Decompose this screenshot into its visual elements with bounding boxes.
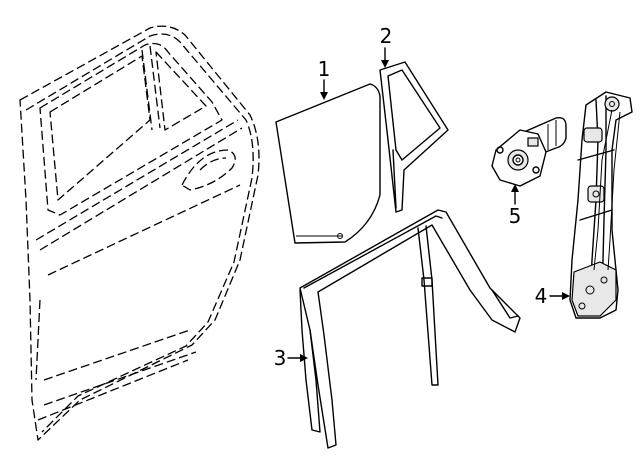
quarter-glass <box>379 61 449 213</box>
callout-1: 1 <box>318 57 331 81</box>
window-regulator <box>569 91 633 319</box>
callout-leaders <box>287 47 570 362</box>
callout-2: 2 <box>380 24 393 48</box>
window-seal <box>299 209 521 449</box>
callout-4: 4 <box>535 284 548 308</box>
regulator-motor <box>491 116 567 187</box>
callout-3: 3 <box>274 346 287 370</box>
callout-5: 5 <box>509 204 522 228</box>
door-glass <box>275 83 381 244</box>
rear-door-shell <box>19 25 260 441</box>
